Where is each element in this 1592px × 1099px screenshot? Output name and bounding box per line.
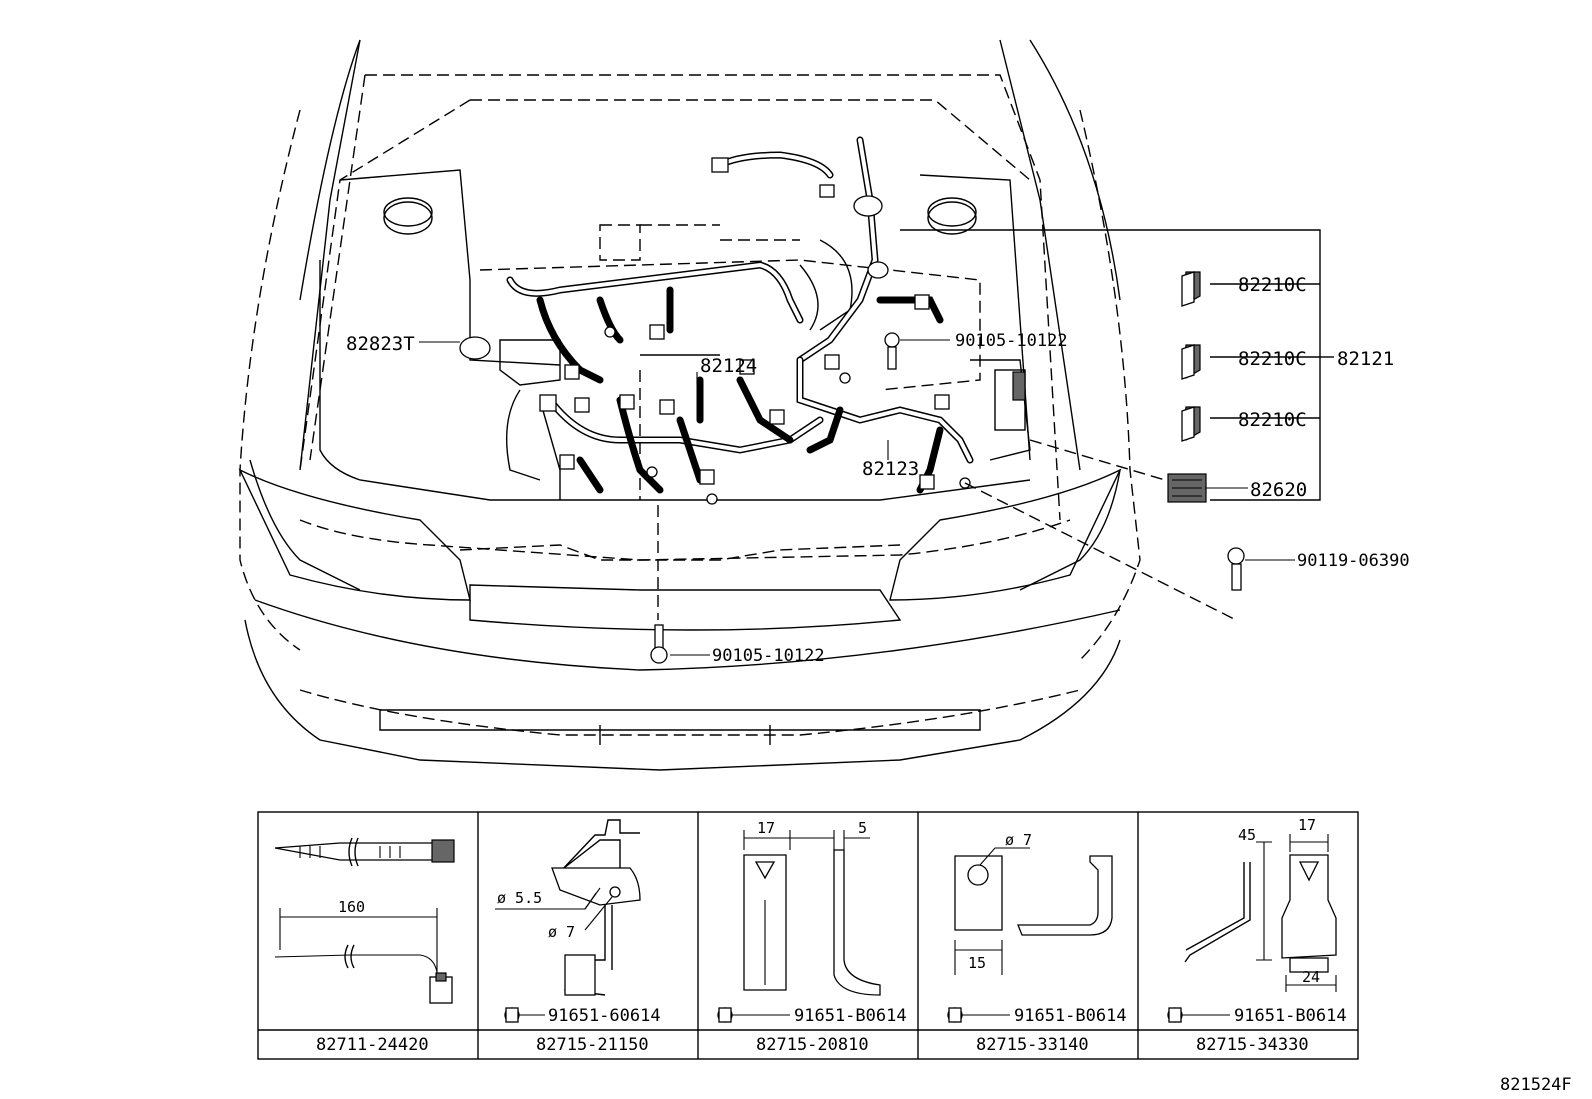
table-cell-5-bolt: 91651-B0614	[1234, 1006, 1347, 1026]
table-cell-4-dim-1: ø 7	[1005, 831, 1032, 849]
table-cell-3-bolt: 91651-B0614	[794, 1006, 907, 1026]
table-cell-3-drawing: 17 5 91651-B0614	[717, 819, 907, 1026]
table-cell-2-dim-1: ø 5.5	[497, 889, 542, 907]
main-wire-harness	[506, 136, 974, 494]
bolts	[650, 332, 1245, 664]
table-cell-4-dim-2: 15	[968, 954, 986, 972]
table-cell-3-dim-2: 5	[858, 819, 867, 837]
relay-parts-group	[900, 229, 1334, 503]
callout-90105-bottom: 90105-10122	[712, 646, 825, 666]
table-cell-5-drawing: 45 17 24 91651-B0614	[1167, 816, 1347, 1026]
table-cell-2-drawing: ø 5.5 ø 7 91651-60614	[495, 819, 661, 1026]
diagram-id: 821524F	[1500, 1075, 1572, 1095]
table-cell-5-dim-2: 17	[1298, 816, 1316, 834]
callout-82210c-3: 82210C	[1238, 409, 1307, 431]
callout-90105-top: 90105-10122	[955, 331, 1068, 351]
table-cell-1-dim-1: 160	[338, 898, 365, 916]
table-cell-3-dim-1: 17	[757, 819, 775, 837]
car-body-outline	[238, 39, 1141, 771]
leader-lines	[419, 339, 1295, 656]
callout-82823t: 82823T	[346, 333, 415, 355]
table-cell-4-drawing: ø 7 15 91651-B0614	[947, 831, 1127, 1026]
callout-82210c-2: 82210C	[1238, 348, 1307, 370]
harness-connectors	[459, 157, 1026, 505]
callout-82210c-1: 82210C	[1238, 274, 1307, 296]
callout-82123: 82123	[862, 458, 919, 480]
table-cell-4-bolt: 91651-B0614	[1014, 1006, 1127, 1026]
table-cell-5-dim-3: 24	[1302, 968, 1320, 986]
table-cell-5-dim-1: 45	[1238, 826, 1256, 844]
callout-82124: 82124	[700, 355, 757, 377]
callout-82121: 82121	[1337, 348, 1394, 370]
table-cell-2-bolt: 91651-60614	[548, 1006, 661, 1026]
callout-90119: 90119-06390	[1297, 551, 1410, 571]
table-part-no-1: 82711-24420	[316, 1035, 429, 1055]
table-cell-1-drawing: 160	[274, 837, 455, 1004]
callout-labels: 82210C 82210C 82210C 82121 82620 82823T …	[346, 274, 1410, 666]
table-part-no-4: 82715-33140	[976, 1035, 1089, 1055]
table-part-no-3: 82715-20810	[756, 1035, 869, 1055]
table-cell-2-dim-2: ø 7	[548, 923, 575, 941]
callout-82620: 82620	[1250, 479, 1307, 501]
table-part-no-2: 82715-21150	[536, 1035, 649, 1055]
table-part-no-5: 82715-34330	[1196, 1035, 1309, 1055]
parts-table: 160 ø 5.5 ø 7 91651-60614	[257, 811, 1359, 1060]
